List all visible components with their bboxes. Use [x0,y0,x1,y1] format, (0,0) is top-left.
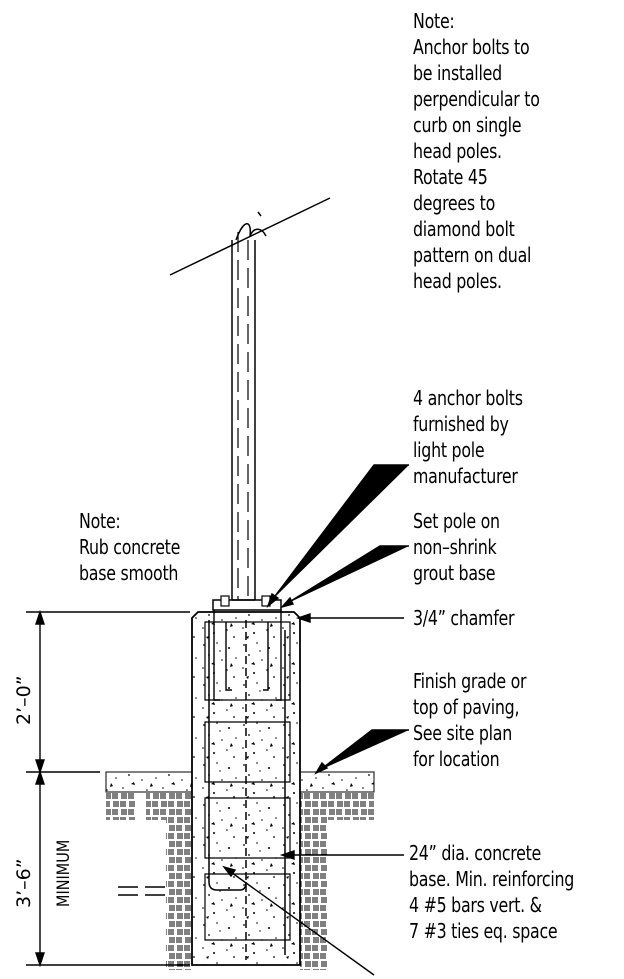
paving-left [105,771,193,793]
upper-dimension-label: 2’–0” [13,675,35,725]
pole-break-symbol [235,223,267,241]
anchor-bolts [213,610,282,701]
minimum-label: MINIMUM [54,839,74,907]
light-pole [231,232,256,602]
bar-extension-dashes [118,886,165,896]
finish-grade-note: Finish grade or top of paving, See site … [413,669,527,771]
dimension-lines [26,609,190,968]
paving-right [299,771,375,793]
lower-dimension-label: 3’–6” [13,858,35,908]
anchor-bolts-note: 4 anchor bolts furnished by light pole m… [413,386,523,488]
top-note: Note: Anchor bolts to be installed perpe… [413,9,540,293]
leader-lines [222,464,409,976]
left-note: Note: Rub concrete base smooth [79,509,181,585]
chamfer-note: 3/4” chamfer [413,606,515,630]
concrete-base-note: 24” dia. concrete base. Min. reinforcing… [409,841,575,943]
break-line [169,197,331,276]
earth-hatch-left-band [166,800,192,970]
earth-hatch-right-band [300,800,328,970]
set-pole-note: Set pole on non–shrink grout base [413,509,500,585]
vertical-bars [208,620,286,960]
